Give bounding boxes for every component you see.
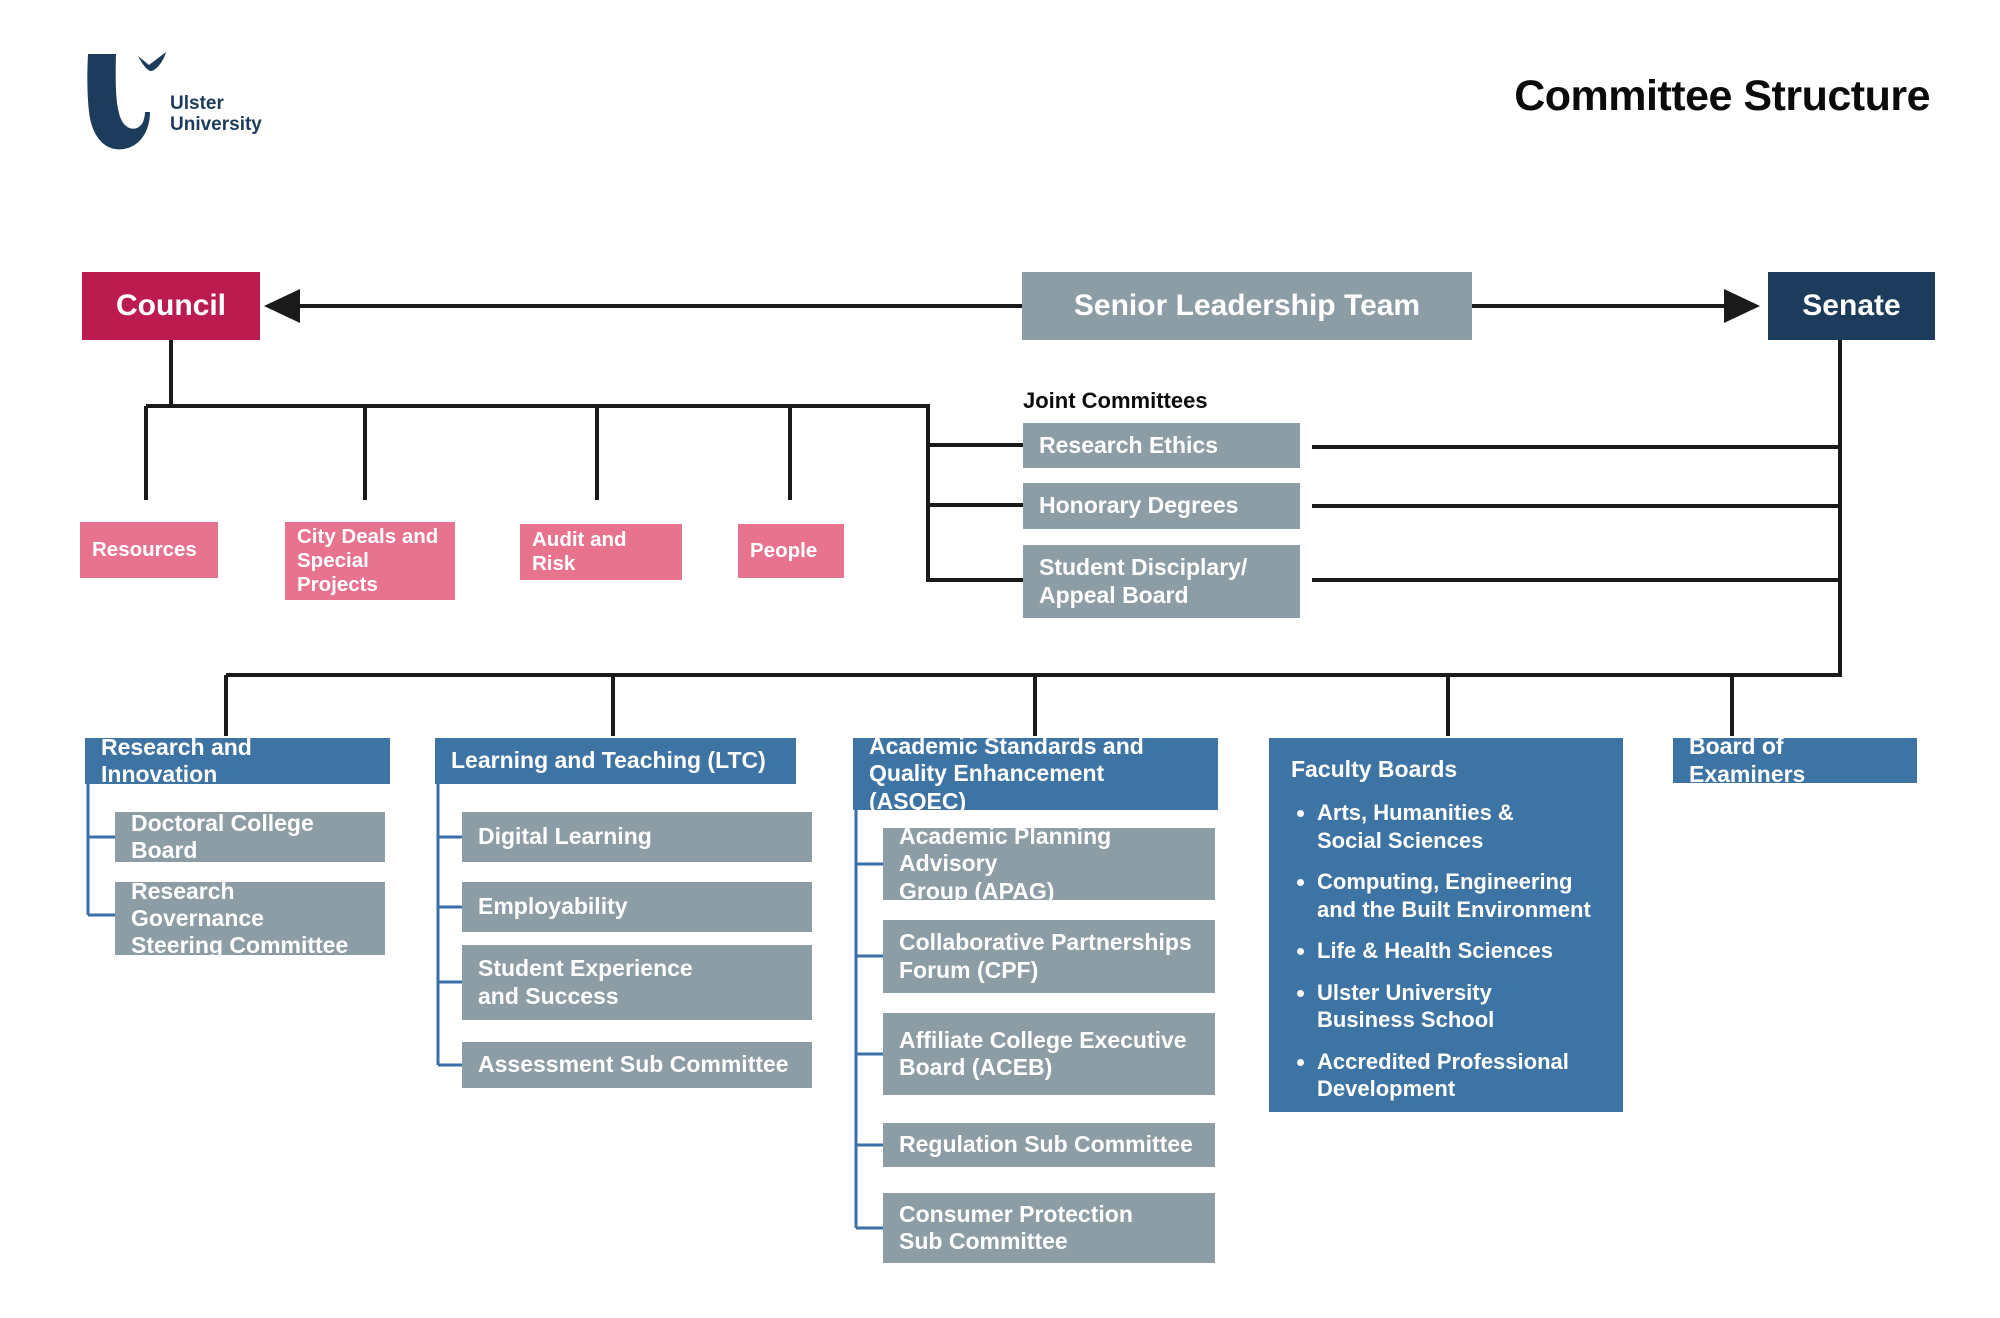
doctoral-college-board-box: Doctoral College Board bbox=[115, 810, 385, 863]
research-ethics-box: Research Ethics bbox=[1023, 423, 1300, 468]
senior-leadership-team-box: Senior Leadership Team bbox=[1022, 272, 1472, 340]
research-governance-steering-committee-box: Research Governance Steering Committee bbox=[115, 878, 385, 958]
ulster-university-logo: Ulster University bbox=[82, 52, 302, 157]
faculty-boards-list: Arts, Humanities & Social Sciences Compu… bbox=[1291, 799, 1601, 1103]
u-logo-mark bbox=[87, 52, 166, 150]
faculty-board-item: Accredited Professional Development bbox=[1317, 1048, 1601, 1103]
digital-learning-box: Digital Learning bbox=[462, 812, 812, 862]
logo-text: Ulster University bbox=[170, 93, 262, 135]
faculty-board-item: Life & Health Sciences bbox=[1317, 937, 1601, 965]
faculty-boards-header: Faculty Boards bbox=[1291, 756, 1458, 782]
joint-committees-heading: Joint Committees bbox=[1023, 388, 1208, 413]
logo-text-line1: Ulster bbox=[170, 93, 224, 114]
resources-box: Resources bbox=[80, 522, 218, 578]
learning-and-teaching-header: Learning and Teaching (LTC) bbox=[435, 738, 796, 784]
faculty-board-item: Computing, Engineering and the Built Env… bbox=[1317, 868, 1601, 923]
research-and-innovation-header: Research and Innovation bbox=[85, 734, 390, 787]
people-box: People bbox=[738, 524, 844, 578]
employability-box: Employability bbox=[462, 882, 812, 932]
page-title: Committee Structure bbox=[1514, 72, 1930, 120]
faculty-board-item: Ulster University Business School bbox=[1317, 979, 1601, 1034]
city-deals-special-projects-box: City Deals and Special Projects bbox=[285, 522, 455, 600]
audit-and-risk-box: Audit and Risk bbox=[520, 524, 682, 580]
honorary-degrees-box: Honorary Degrees bbox=[1023, 483, 1300, 529]
council-box: Council bbox=[82, 272, 260, 340]
logo-text-line2: University bbox=[170, 113, 262, 135]
swift-bird-icon bbox=[138, 52, 166, 71]
cpf-box: Collaborative Partnerships Forum (CPF) bbox=[883, 920, 1215, 993]
senate-box: Senate bbox=[1768, 272, 1935, 340]
apag-box: Academic Planning Advisory Group (APAG) bbox=[883, 823, 1215, 904]
regulation-sub-committee-box: Regulation Sub Committee bbox=[883, 1123, 1215, 1167]
board-of-examiners-box: Board of Examiners bbox=[1673, 733, 1917, 787]
consumer-protection-sub-committee-box: Consumer Protection Sub Committee bbox=[883, 1193, 1215, 1263]
student-disciplinary-appeal-board-box: Student Disciplary/ Appeal Board bbox=[1023, 545, 1300, 618]
assessment-sub-committee-box: Assessment Sub Committee bbox=[462, 1042, 812, 1088]
student-experience-and-success-box: Student Experience and Success bbox=[462, 945, 812, 1020]
faculty-board-item: Arts, Humanities & Social Sciences bbox=[1317, 799, 1601, 854]
aceb-box: Affiliate College Executive Board (ACEB) bbox=[883, 1013, 1215, 1095]
faculty-boards-box: Faculty Boards Arts, Humanities & Social… bbox=[1269, 738, 1623, 1112]
asqec-header: Academic Standards and Quality Enhanceme… bbox=[853, 733, 1218, 814]
